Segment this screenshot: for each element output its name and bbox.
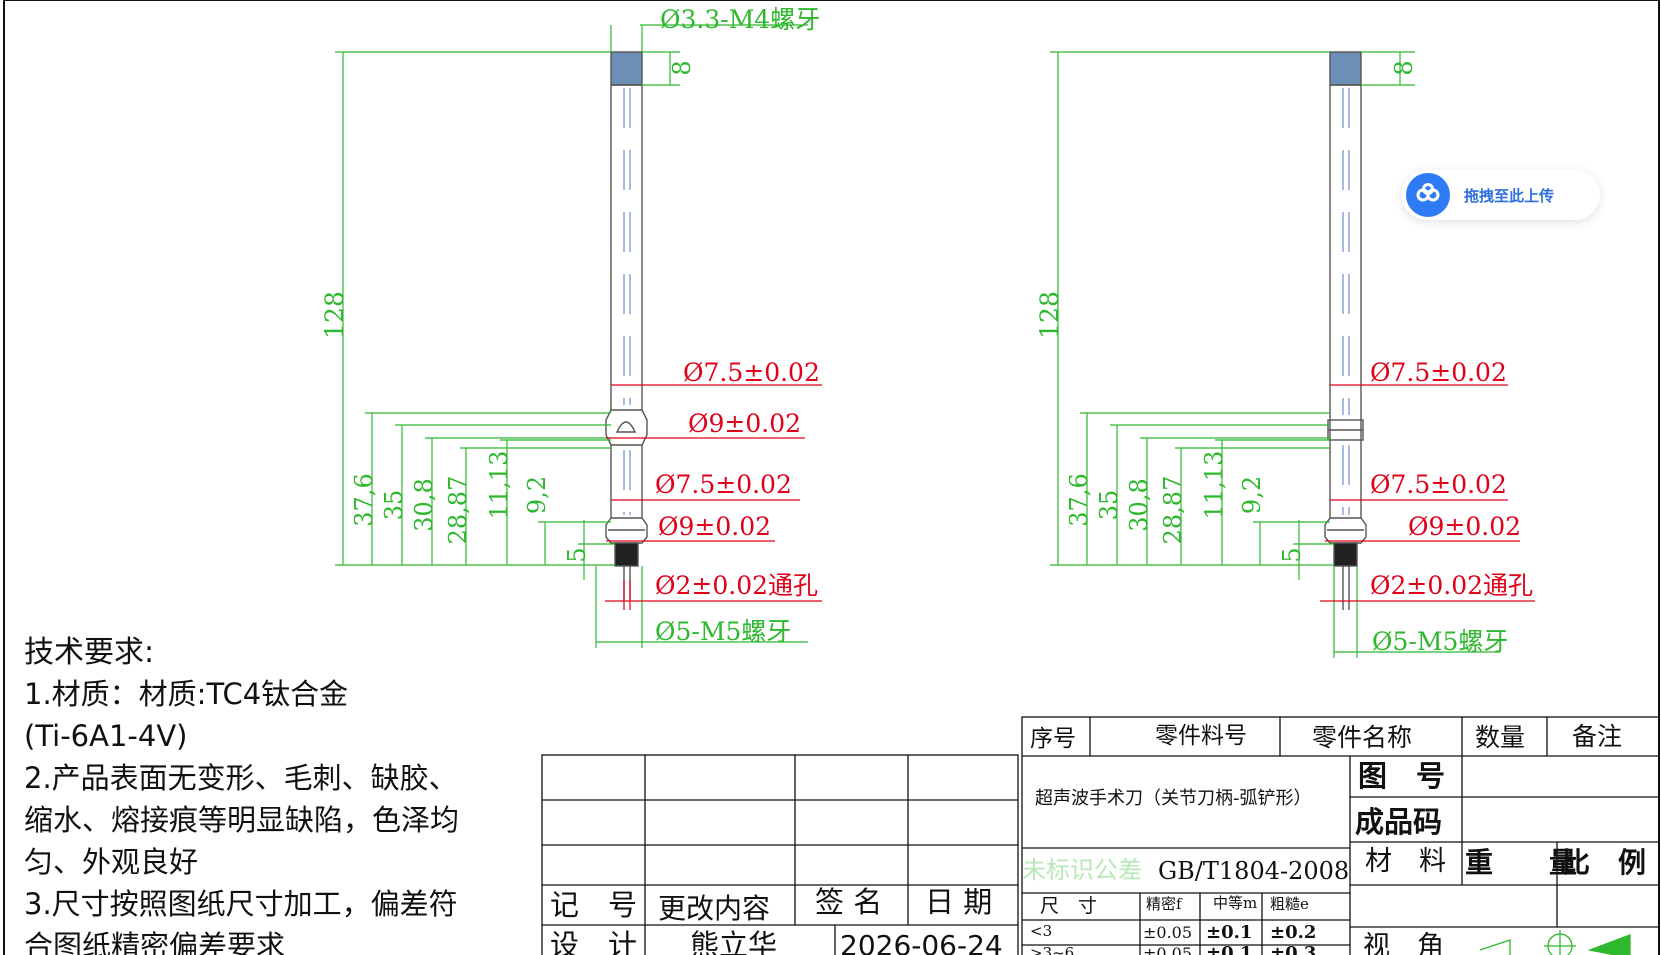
left-dim-37-6: 37,6	[350, 473, 378, 526]
drawing-number-label: 图 号	[1358, 759, 1445, 793]
tech-note-line: 合图纸精密偏差要求	[24, 929, 285, 955]
weight-label: 重 量	[1465, 846, 1577, 879]
tolerance-note-prefix: 未标识公差	[1022, 856, 1142, 884]
left-callout-d9-upper: Ø9±0.02	[688, 409, 801, 438]
part-name: 超声波手术刀（关节刀柄-弧铲形）	[1035, 788, 1312, 809]
left-view: Ø3.3-M4螺牙 8 128 37,6 35 30,8 28,87 11,13…	[320, 5, 822, 648]
tol-row-range: <3	[1030, 922, 1052, 940]
projection-symbol-icon	[1479, 930, 1631, 955]
scale-label: 比 例	[1562, 846, 1646, 879]
left-bottom-thread-callout: Ø5-M5螺牙	[655, 617, 791, 646]
right-dim-30-8: 30,8	[1125, 478, 1153, 531]
left-dim-35: 35	[380, 490, 408, 521]
drag-upload-button[interactable]: 拖拽至此上传	[1402, 170, 1600, 220]
title-col-quantity: 数量	[1475, 723, 1525, 752]
right-dim-37-6: 37,6	[1065, 473, 1093, 526]
right-top-thread-length: 8	[1390, 60, 1418, 75]
right-hidden-lines	[1342, 88, 1350, 515]
tech-notes: 技术要求: 1.材质：材质:TC4钛合金 (Ti-6A1-4V) 2.产品表面无…	[24, 635, 459, 955]
left-callout-d7-5-lower: Ø7.5±0.02	[655, 470, 792, 499]
left-callout-d2-bore: Ø2±0.02通孔	[655, 571, 818, 600]
material-label: 材 料	[1365, 846, 1446, 877]
left-shaft	[605, 51, 648, 600]
design-date: 2026-06-24	[840, 929, 1003, 955]
tol-header-medium: 中等m	[1213, 894, 1257, 912]
view-angle-label: 视 角	[1363, 931, 1444, 955]
left-green-dims	[335, 24, 808, 648]
product-code-label: 成品码	[1355, 805, 1442, 839]
left-dim-28-87: 28,87	[444, 476, 472, 545]
right-bottom-thread-callout: Ø5-M5螺牙	[1372, 627, 1508, 656]
right-callout-d9-lower: Ø9±0.02	[1408, 512, 1521, 541]
left-callout-d9-lower: Ø9±0.02	[658, 512, 771, 541]
right-view: 8 128 37,6 35 30,8 28,87 11,13 9,2 5 Ø5-…	[1035, 51, 1535, 658]
title-block: 序号 零件料号 零件名称 数量 备注 超声波手术刀（关节刀柄-弧铲形） 图 号 …	[1021, 716, 1660, 955]
tech-note-line: 1.材质：材质:TC4钛合金	[24, 677, 348, 711]
left-top-thread-callout: Ø3.3-M4螺牙	[660, 5, 820, 34]
tol-row-coarse: ±0.3	[1270, 943, 1316, 955]
right-dim-9-2: 9,2	[1238, 476, 1266, 514]
right-dim-11-13: 11,13	[1200, 451, 1228, 520]
tech-notes-heading: 技术要求:	[24, 635, 154, 670]
revision-header-sign: 签 名	[815, 885, 882, 919]
tol-row-fine: ±0.05	[1143, 923, 1192, 942]
tol-row-coarse: ±0.2	[1270, 922, 1316, 943]
revision-header-content: 更改内容	[658, 892, 770, 925]
tol-header-coarse: 粗糙e	[1270, 895, 1309, 913]
drawing-frame	[3, 0, 1660, 955]
left-callout-d7-5-upper: Ø7.5±0.02	[683, 358, 820, 387]
title-col-index: 序号	[1030, 726, 1076, 752]
left-hidden-lines	[623, 88, 631, 515]
left-dim-11-13: 11,13	[485, 451, 513, 520]
left-dim-5: 5	[563, 547, 591, 562]
right-overall-length: 128	[1035, 291, 1064, 339]
tol-row-fine: ±0.05	[1143, 944, 1192, 955]
tolerance-standard: GB/T1804-2008	[1158, 857, 1349, 885]
right-callout-d2-bore: Ø2±0.02通孔	[1370, 571, 1533, 600]
tol-header-fine: 精密f	[1146, 895, 1183, 913]
tech-note-line: 3.尺寸按照图纸尺寸加工，偏差符	[24, 887, 458, 921]
right-callout-d7-5-lower: Ø7.5±0.02	[1370, 470, 1507, 499]
revision-table: 记 号 更改内容 签 名 日 期 设 计 熊立华 2026-06-24	[541, 754, 1019, 955]
revision-header-date: 日 期	[925, 885, 992, 919]
tech-note-line: 2.产品表面无变形、毛刺、缺胶、	[24, 761, 458, 795]
left-overall-length: 128	[320, 291, 349, 339]
tol-row-medium: ±0.1	[1206, 943, 1252, 955]
tol-row-medium: ±0.1	[1206, 922, 1252, 943]
left-top-thread-length: 8	[668, 60, 696, 75]
left-red-leaders	[605, 384, 822, 610]
right-dim-28-87: 28,87	[1159, 476, 1187, 545]
tol-row-range: >3~6	[1030, 944, 1074, 955]
drag-upload-label: 拖拽至此上传	[1464, 186, 1555, 205]
right-green-dims	[1050, 51, 1500, 658]
cloud-upload-icon	[1406, 173, 1450, 217]
right-callout-d7-5-upper: Ø7.5±0.02	[1370, 358, 1507, 387]
title-col-part-number: 零件料号	[1155, 723, 1247, 749]
right-dim-35: 35	[1095, 490, 1123, 521]
title-col-remarks: 备注	[1572, 722, 1622, 751]
designer-label: 设 计	[550, 928, 637, 955]
tech-note-line: 缩水、熔接痕等明显缺陷，色泽均	[24, 803, 459, 837]
tech-note-line: 匀、外观良好	[24, 845, 198, 879]
left-dim-9-2: 9,2	[523, 476, 551, 514]
right-shaft	[1324, 51, 1367, 610]
right-dim-5: 5	[1278, 547, 1306, 562]
revision-header-mark: 记 号	[550, 888, 637, 922]
tol-header-size: 尺 寸	[1040, 895, 1097, 917]
designer-name: 熊立华	[690, 928, 777, 955]
right-red-leaders	[1320, 384, 1535, 602]
title-col-part-name: 零件名称	[1312, 723, 1412, 752]
tech-note-line: (Ti-6A1-4V)	[24, 719, 187, 753]
left-dim-30-8: 30,8	[410, 478, 438, 531]
